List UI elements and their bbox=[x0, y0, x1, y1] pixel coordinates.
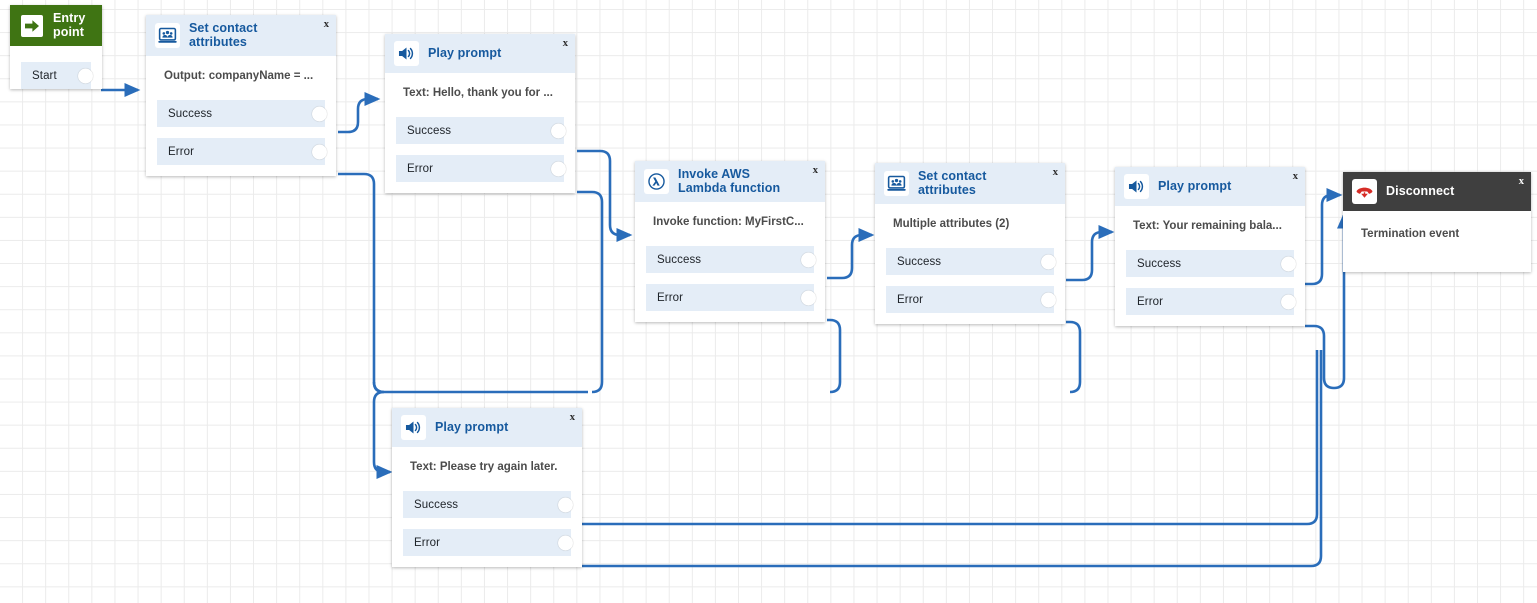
contact-attributes-icon bbox=[155, 23, 180, 48]
port-error[interactable]: Error bbox=[157, 138, 327, 165]
node-ports: Success Error bbox=[875, 248, 1065, 324]
close-icon[interactable]: x bbox=[323, 19, 329, 30]
close-icon[interactable]: x bbox=[812, 165, 818, 176]
wire-set2-success-to-play2 bbox=[1066, 224, 1115, 282]
port-connector-dot[interactable] bbox=[1041, 292, 1056, 307]
wire-play3-error-to-disconnect bbox=[582, 350, 1323, 568]
node-set-contact-attributes-2[interactable]: Set contact attributes x Multiple attrib… bbox=[875, 163, 1065, 324]
node-header: Invoke AWS Lambda function x bbox=[635, 161, 825, 202]
node-play-prompt-1[interactable]: Play prompt x Text: Hello, thank you for… bbox=[385, 34, 575, 193]
speaker-icon bbox=[394, 41, 419, 66]
node-header: Play prompt x bbox=[1115, 167, 1305, 206]
port-connector-dot[interactable] bbox=[1041, 254, 1056, 269]
port-error[interactable]: Error bbox=[886, 286, 1056, 313]
node-description: Termination event bbox=[1361, 228, 1460, 240]
port-error[interactable]: Error bbox=[1126, 288, 1296, 315]
node-description: Text: Please try again later. bbox=[410, 461, 558, 473]
node-header: Play prompt x bbox=[392, 408, 582, 447]
node-body: Output: companyName = ... Success Error bbox=[146, 56, 336, 176]
port-success[interactable]: Success bbox=[886, 248, 1056, 275]
port-error[interactable]: Error bbox=[646, 284, 816, 311]
speaker-icon bbox=[1124, 174, 1149, 199]
arrow-right-icon bbox=[19, 13, 44, 38]
node-ports: Success Error bbox=[392, 491, 582, 567]
contact-attributes-icon bbox=[884, 171, 909, 196]
port-success[interactable]: Success bbox=[157, 100, 327, 127]
node-body: Multiple attributes (2) Success Error bbox=[875, 204, 1065, 324]
wire-play2-error-to-disconnect bbox=[1305, 212, 1352, 390]
port-error[interactable]: Error bbox=[396, 155, 566, 182]
node-title: Entry point bbox=[53, 11, 86, 39]
phone-hangup-icon bbox=[1352, 179, 1377, 204]
close-icon[interactable]: x bbox=[1052, 167, 1058, 178]
close-icon[interactable]: x bbox=[1292, 171, 1298, 182]
port-connector-dot[interactable] bbox=[78, 68, 93, 83]
node-invoke-aws-lambda-function[interactable]: Invoke AWS Lambda function x Invoke func… bbox=[635, 161, 825, 322]
node-disconnect[interactable]: Disconnect x Termination event bbox=[1343, 172, 1531, 272]
wire-play3-success-to-disconnect bbox=[582, 350, 1319, 526]
port-connector-dot[interactable] bbox=[312, 106, 327, 121]
wire-lambda-error-to-play3 bbox=[827, 318, 842, 394]
port-connector-dot[interactable] bbox=[801, 252, 816, 267]
wire-play2-success-to-disconnect bbox=[1305, 187, 1343, 286]
node-description: Text: Hello, thank you for ... bbox=[403, 87, 553, 99]
node-body: Termination event bbox=[1343, 211, 1531, 272]
port-connector-dot[interactable] bbox=[312, 144, 327, 159]
port-connector-dot[interactable] bbox=[558, 535, 573, 550]
node-ports: Success Error bbox=[146, 100, 336, 176]
port-connector-dot[interactable] bbox=[1281, 294, 1296, 309]
node-header: Set contact attributes x bbox=[875, 163, 1065, 204]
wire-lambda-success-to-set2 bbox=[827, 227, 875, 280]
node-title: Invoke AWS Lambda function bbox=[678, 167, 781, 195]
node-ports: Success Error bbox=[635, 246, 825, 322]
node-header: Play prompt x bbox=[385, 34, 575, 73]
node-set-contact-attributes-1[interactable]: Set contact attributes x Output: company… bbox=[146, 15, 336, 176]
port-success[interactable]: Success bbox=[396, 117, 566, 144]
port-connector-dot[interactable] bbox=[1281, 256, 1296, 271]
node-title: Play prompt bbox=[1158, 178, 1232, 193]
node-header: Disconnect x bbox=[1343, 172, 1531, 211]
close-icon[interactable]: x bbox=[562, 38, 568, 49]
wire-play1-error-to-play3 bbox=[577, 190, 604, 394]
node-title: Play prompt bbox=[428, 45, 502, 60]
wire-set2-error-to-play3 bbox=[1066, 320, 1082, 394]
port-connector-dot[interactable] bbox=[551, 123, 566, 138]
lambda-icon bbox=[644, 169, 669, 194]
node-body: Start bbox=[10, 62, 102, 89]
node-entry-point[interactable]: Entry point Start bbox=[10, 5, 102, 89]
node-body: Text: Hello, thank you for ... Success E… bbox=[385, 73, 575, 193]
port-error[interactable]: Error bbox=[403, 529, 573, 556]
wire-into-play3-inlet bbox=[372, 381, 393, 480]
node-body: Text: Please try again later. Success Er… bbox=[392, 447, 582, 567]
node-title: Set contact attributes bbox=[918, 169, 987, 197]
node-description: Text: Your remaining bala... bbox=[1133, 220, 1282, 232]
speaker-icon bbox=[401, 415, 426, 440]
close-icon[interactable]: x bbox=[1518, 176, 1524, 187]
node-title: Set contact attributes bbox=[189, 21, 258, 49]
port-success[interactable]: Success bbox=[646, 246, 816, 273]
node-ports: Success Error bbox=[385, 117, 575, 193]
node-header: Set contact attributes x bbox=[146, 15, 336, 56]
node-header: Entry point bbox=[10, 5, 102, 46]
port-success[interactable]: Success bbox=[1126, 250, 1296, 277]
node-play-prompt-2[interactable]: Play prompt x Text: Your remaining bala.… bbox=[1115, 167, 1305, 326]
node-title: Disconnect bbox=[1386, 183, 1455, 198]
node-body: Text: Your remaining bala... Success Err… bbox=[1115, 206, 1305, 326]
wire-play1-success-to-lambda bbox=[577, 149, 633, 243]
node-description: Output: companyName = ... bbox=[164, 70, 314, 82]
node-title: Play prompt bbox=[435, 419, 509, 434]
port-success[interactable]: Success bbox=[403, 491, 573, 518]
port-connector-dot[interactable] bbox=[551, 161, 566, 176]
wire-set1-success-to-play1 bbox=[338, 91, 381, 134]
node-play-prompt-3[interactable]: Play prompt x Text: Please try again lat… bbox=[392, 408, 582, 567]
node-body: Invoke function: MyFirstC... Success Err… bbox=[635, 202, 825, 322]
port-start[interactable]: Start bbox=[21, 62, 93, 89]
wire-set1-error-to-play3 bbox=[338, 172, 588, 394]
node-ports: Success Error bbox=[1115, 250, 1305, 326]
port-connector-dot[interactable] bbox=[801, 290, 816, 305]
port-connector-dot[interactable] bbox=[558, 497, 573, 512]
node-description: Invoke function: MyFirstC... bbox=[653, 216, 804, 228]
close-icon[interactable]: x bbox=[569, 412, 575, 423]
node-description: Multiple attributes (2) bbox=[893, 218, 1010, 230]
